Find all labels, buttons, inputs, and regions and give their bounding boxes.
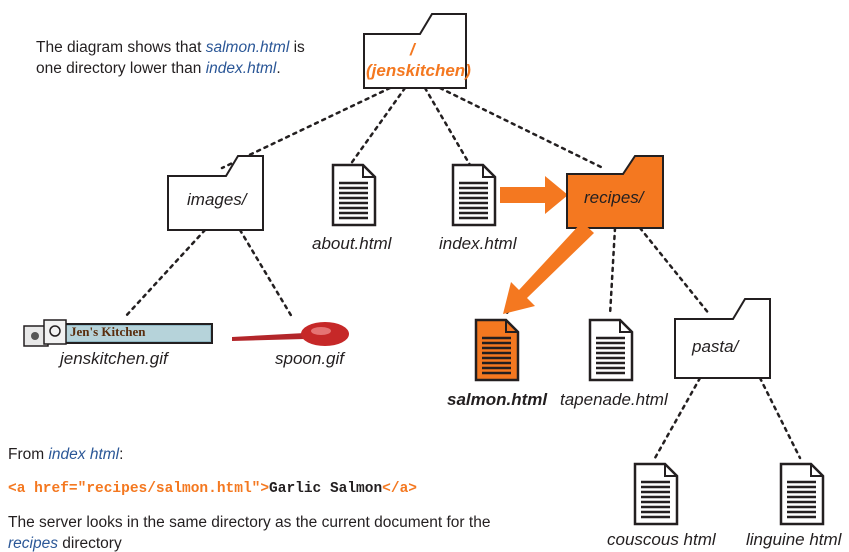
connector-root-images [220, 86, 392, 170]
connector-pasta-linguine [758, 376, 802, 460]
root-slash-label: / [410, 40, 415, 59]
explanation-link: recipes [8, 535, 58, 552]
jenskitchen-gif-image [23, 319, 213, 347]
spoon-gif-label: spoon.gif [275, 349, 344, 368]
intro-suffix: . [276, 60, 281, 77]
couscous-document-icon [633, 462, 679, 526]
code-close-tag: </a> [382, 481, 417, 497]
from-prefix: From [8, 446, 49, 463]
arrow-index-to-recipes-icon [500, 176, 568, 214]
intro-file2: index.html [205, 60, 277, 77]
linguine-document-icon [779, 462, 825, 526]
root-folder-icon [363, 13, 467, 89]
arrow-recipes-to-salmon-icon [503, 222, 594, 314]
from-suffix: : [119, 446, 124, 463]
intro-line2-prefix: one directory lower than [36, 60, 206, 77]
jenskitchen-gif-label: jenskitchen.gif [60, 349, 168, 368]
connector-images-spoon [238, 228, 294, 319]
connector-images-jenskitchen [123, 228, 207, 319]
couscous-file-label: couscous html [607, 530, 716, 549]
tapenade-document-icon [588, 318, 634, 382]
pasta-folder-label: pasta/ [692, 337, 739, 356]
from-link: index html [48, 446, 120, 463]
connector-root-index [423, 86, 472, 167]
intro-mid: is [289, 39, 305, 56]
root-name-label: (jenskitchen) [366, 61, 471, 80]
spoon-gif-image [232, 322, 349, 346]
recipes-folder-icon [566, 155, 664, 229]
code-snippet: <a href="recipes/salmon.html">Garlic Sal… [8, 481, 417, 497]
explanation-text: The server looks in the same directory a… [8, 512, 490, 552]
intro-text: The diagram shows that salmon.html is on… [36, 37, 305, 79]
explanation-line2-suffix: directory [57, 535, 122, 552]
connector-root-recipes [438, 86, 605, 170]
linguine-file-label: linguine html [746, 530, 842, 549]
salmon-document-icon [474, 318, 520, 382]
connector-pasta-couscous [653, 376, 702, 460]
connector-root-about [348, 86, 407, 167]
intro-prefix: The diagram shows that [36, 39, 206, 56]
salmon-file-label: salmon.html [447, 390, 548, 409]
about-file-label: about.html [312, 234, 392, 253]
index-document-icon [451, 163, 497, 227]
index-file-label: index.html [439, 234, 517, 253]
pasta-folder-icon [674, 298, 771, 379]
explanation-line1: The server looks in the same directory a… [8, 514, 491, 531]
recipes-folder-label: recipes/ [584, 188, 644, 207]
code-link-text: Garlic Salmon [269, 481, 383, 497]
tapenade-file-label: tapenade.html [560, 390, 668, 409]
about-document-icon [331, 163, 377, 227]
code-open-tag: <a href="recipes/salmon.html"> [8, 481, 270, 497]
connector-recipes-tapenade [608, 226, 617, 317]
images-folder-icon [167, 155, 264, 231]
images-folder-label: images/ [187, 190, 247, 209]
intro-file1: salmon.html [205, 39, 290, 56]
connector-recipes-pasta [638, 226, 712, 317]
jenskitchen-logo-text: Jen's Kitchen [70, 324, 146, 339]
from-line: From index html: [8, 444, 123, 465]
